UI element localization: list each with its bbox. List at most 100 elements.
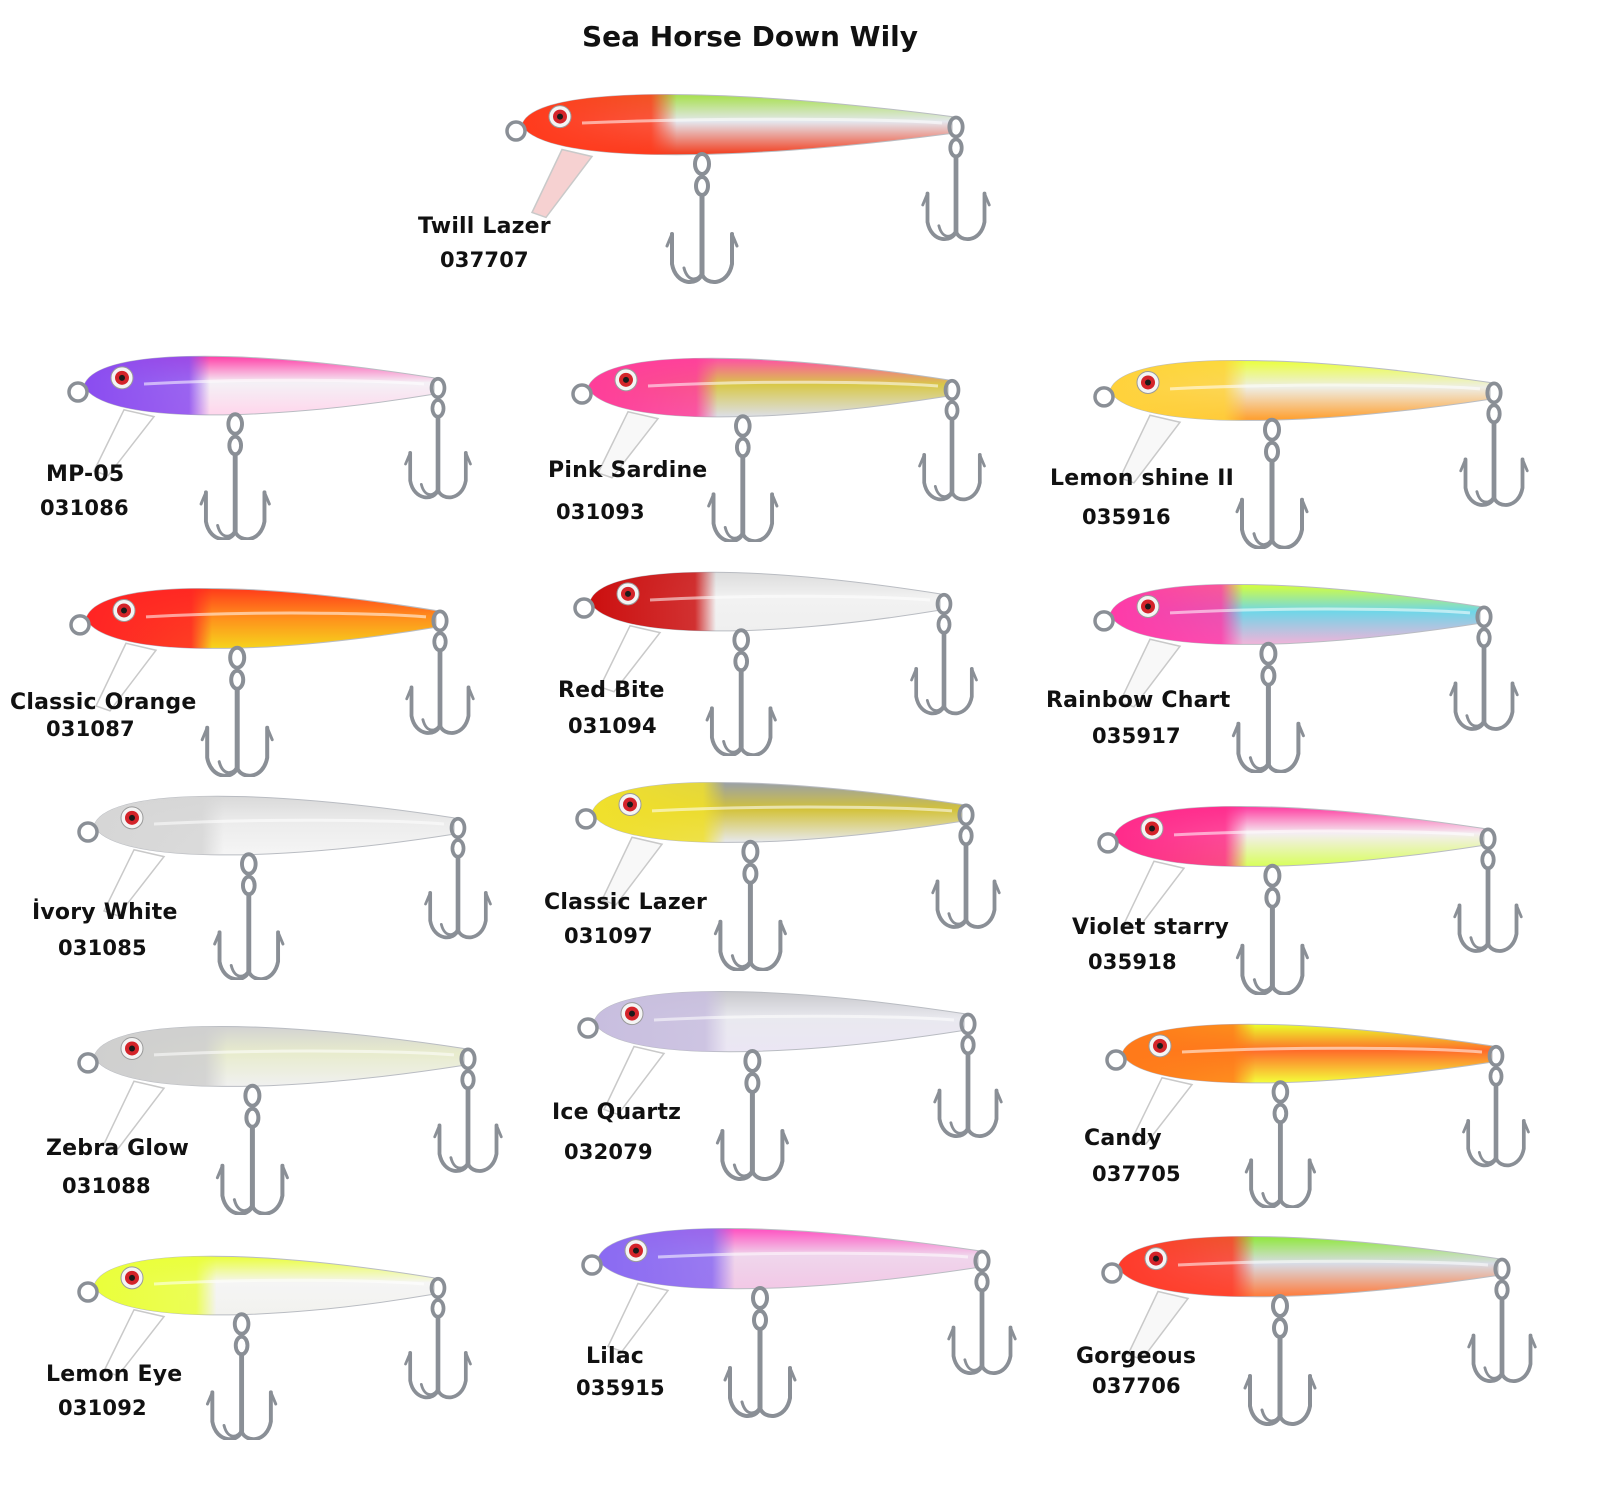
split-ring-icon xyxy=(1101,1262,1123,1284)
lure-head xyxy=(592,782,962,843)
lure-lip xyxy=(92,408,156,477)
treble-hook-icon xyxy=(910,592,978,716)
lure-card xyxy=(572,975,1012,1185)
split-ring-icon xyxy=(77,1281,99,1303)
lure-card xyxy=(568,556,988,757)
lure-lip xyxy=(1126,1290,1190,1361)
lure-image xyxy=(1093,584,1519,774)
lure-lip xyxy=(600,836,664,906)
lure-image xyxy=(1105,1023,1530,1209)
split-ring-icon xyxy=(69,614,91,636)
page-title: Sea Horse Down Wily xyxy=(581,20,919,53)
lure-head xyxy=(86,588,436,649)
lure-head xyxy=(1110,584,1480,645)
lure-name: Pink Sardine xyxy=(548,458,708,483)
treble-hook-icon xyxy=(1453,827,1523,953)
treble-hook-icon xyxy=(404,1276,472,1400)
lure-code: 037705 xyxy=(1092,1162,1181,1186)
lure-name: Candy xyxy=(1084,1126,1162,1151)
lure-lip xyxy=(598,624,662,693)
treble-hook-icon xyxy=(715,1049,789,1181)
lure-code: 031085 xyxy=(58,936,147,960)
lure-image xyxy=(69,587,475,778)
lure-card xyxy=(1100,1008,1540,1209)
lure-code: 031086 xyxy=(40,496,129,520)
lure-image xyxy=(77,795,492,981)
split-ring-icon xyxy=(575,808,597,830)
lure-code: 031088 xyxy=(62,1174,151,1198)
lure-name: Twill Lazer xyxy=(418,214,551,239)
lure-code: 035917 xyxy=(1092,724,1181,748)
split-ring-icon xyxy=(571,383,593,405)
treble-hook-icon xyxy=(424,816,492,940)
lure-name: Lilac xyxy=(586,1344,644,1369)
lure-name: Classic Orange xyxy=(10,690,197,715)
lure-card xyxy=(1088,568,1528,774)
treble-hook-icon xyxy=(723,1286,797,1418)
lure-card xyxy=(1088,344,1538,550)
split-ring-icon xyxy=(581,1254,603,1276)
lure-card xyxy=(62,340,482,541)
treble-hook-icon xyxy=(205,1312,278,1441)
split-ring-icon xyxy=(1093,386,1115,408)
lure-card xyxy=(576,1212,1026,1442)
treble-hook-icon xyxy=(933,1012,1003,1138)
lure-lip xyxy=(1118,414,1182,484)
treble-hook-icon xyxy=(665,152,739,284)
lure-image xyxy=(1097,806,1523,996)
lure-code: 035915 xyxy=(576,1376,665,1400)
split-ring-icon xyxy=(1105,1049,1127,1071)
treble-hook-icon xyxy=(1231,641,1305,774)
lure-lip xyxy=(596,410,660,479)
treble-hook-icon xyxy=(1235,863,1309,996)
lure-image xyxy=(505,93,991,284)
lure-name: Zebra Glow xyxy=(46,1136,190,1161)
lure-image xyxy=(1093,360,1529,550)
lure-name: İvory White xyxy=(32,900,178,925)
treble-hook-icon xyxy=(200,645,274,778)
treble-hook-icon xyxy=(1243,1294,1317,1426)
lure-code: 035918 xyxy=(1088,950,1177,974)
lure-card xyxy=(500,78,1000,308)
lure-name: Classic Lazer xyxy=(544,890,708,915)
treble-hook-icon xyxy=(1235,417,1309,550)
lure-code: 031097 xyxy=(564,924,653,948)
lure-head xyxy=(1118,1236,1498,1297)
lure-image xyxy=(573,571,978,757)
treble-hook-icon xyxy=(1467,1257,1537,1383)
lure-image xyxy=(575,782,1001,972)
treble-hook-icon xyxy=(918,378,986,502)
lure-code: 031094 xyxy=(568,714,657,738)
treble-hook-icon xyxy=(1449,605,1519,731)
treble-hook-icon xyxy=(213,852,285,981)
treble-hook-icon xyxy=(921,115,991,241)
lure-card xyxy=(72,780,502,981)
lure-code: 031087 xyxy=(46,717,135,741)
lure-image xyxy=(581,1228,1017,1418)
split-ring-icon xyxy=(1097,832,1119,854)
lure-name: Lemon Eye xyxy=(46,1362,183,1387)
treble-hook-icon xyxy=(705,628,777,757)
treble-hook-icon xyxy=(405,609,475,735)
lure-head xyxy=(594,991,964,1052)
lure-code: 032079 xyxy=(564,1140,653,1164)
lure-head xyxy=(94,1026,464,1087)
lure-name: Gorgeous xyxy=(1076,1344,1197,1369)
lure-head xyxy=(94,796,454,855)
lure-head xyxy=(588,358,948,417)
treble-hook-icon xyxy=(433,1047,503,1173)
lure-image xyxy=(571,357,986,543)
lure-image xyxy=(77,1255,472,1441)
split-ring-icon xyxy=(77,821,99,843)
lure-lip xyxy=(102,1308,166,1377)
lure-card xyxy=(72,1010,512,1216)
lure-card xyxy=(1096,1220,1546,1440)
lure-code: 035916 xyxy=(1082,505,1171,529)
lure-head xyxy=(590,572,940,631)
lure-code: 037706 xyxy=(1092,1374,1181,1398)
split-ring-icon xyxy=(505,120,527,142)
lure-card xyxy=(566,342,996,543)
lure-name: Rainbow Chart xyxy=(1046,688,1231,713)
treble-hook-icon xyxy=(1462,1044,1530,1168)
